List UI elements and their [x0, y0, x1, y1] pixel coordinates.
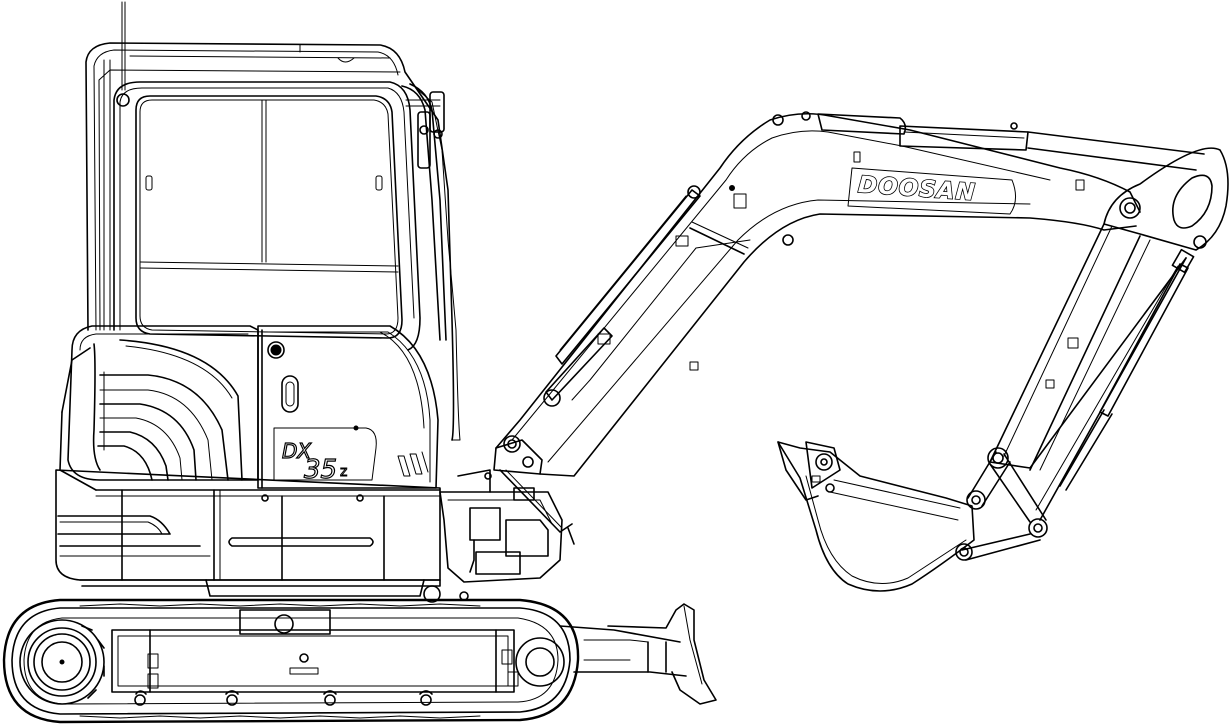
boom-decal: DOOSAN: [847, 167, 1016, 215]
boom-cylinder: [543, 185, 701, 407]
arm-cylinder: [817, 113, 1205, 171]
model-number: 35: [304, 455, 337, 485]
model-prefix: DX: [282, 439, 312, 463]
antenna: [116, 1, 130, 107]
side-service-door: [257, 325, 439, 489]
upper-structure-base: [55, 469, 441, 597]
model-suffix: z: [340, 464, 347, 480]
bucket: [777, 441, 975, 592]
front-pillar-handrail: [401, 83, 461, 441]
dozer-blade: [559, 603, 717, 705]
arm: [961, 147, 1229, 561]
crawler-track: [2, 598, 580, 724]
swing-bracket: [423, 469, 575, 603]
engine-cover: [59, 325, 259, 491]
operator-cab: [85, 42, 455, 441]
model-decal: DX 35 z: [273, 425, 377, 486]
boom: [493, 111, 1141, 533]
